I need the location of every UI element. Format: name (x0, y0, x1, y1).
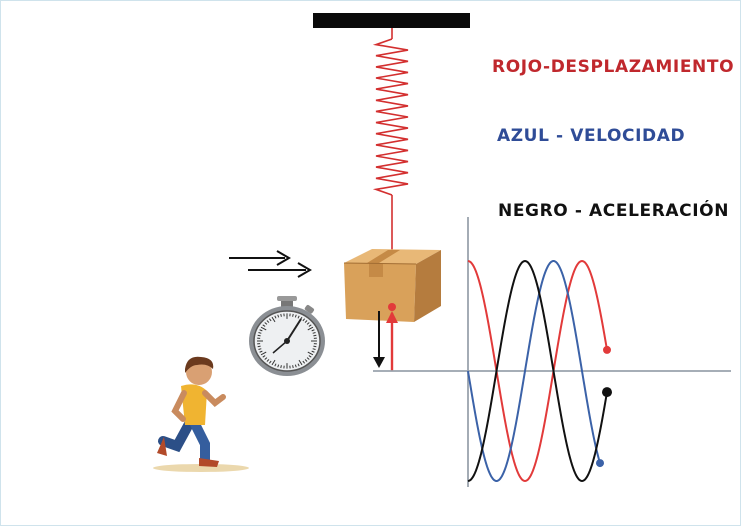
stopwatch-tick (302, 360, 306, 364)
stopwatch-tick (306, 322, 310, 325)
stopwatch-tick (274, 315, 277, 319)
box-vectors (373, 303, 398, 371)
stopwatch-tick (264, 322, 268, 325)
stopwatch-tick (304, 359, 308, 362)
stopwatch-tick (294, 314, 297, 318)
curve-endpoint-displacement (603, 345, 611, 354)
stopwatch-tick (277, 364, 280, 368)
legend-displacement: ROJO-DESPLAZAMIENTO (492, 57, 735, 77)
box-mass-icon (343, 249, 441, 322)
stopwatch-tick (298, 359, 303, 366)
legend-velocity: AZUL - VELOCIDAD (497, 126, 686, 146)
stopwatch-tick (313, 334, 317, 337)
stopwatch-tick (266, 359, 270, 362)
stopwatch-tick (313, 345, 317, 348)
stopwatch-tick (280, 313, 282, 317)
stopwatch-tick (264, 357, 268, 360)
stopwatch-tick (307, 351, 314, 356)
curve-acceleration (467, 259, 608, 483)
stopwatch-tick (294, 364, 297, 368)
stopwatch-tick (274, 363, 277, 367)
curve-endpoint-velocity (596, 459, 604, 468)
motion-arrows-icon (229, 250, 312, 278)
stopwatch-tick (308, 324, 312, 327)
stopwatch-tick (262, 324, 266, 327)
stopwatch-tick (268, 360, 272, 364)
stopwatch-tick (311, 350, 315, 353)
stopwatch-tick (277, 314, 280, 318)
stopwatch-tick (297, 315, 300, 319)
legend-acceleration: NEGRO - ACELERACIÓN (498, 201, 730, 221)
stopwatch-tick (259, 350, 263, 353)
stopwatch-tick (260, 351, 267, 356)
stopwatch-tick (292, 365, 294, 369)
stopwatch-tick (262, 355, 266, 358)
stopwatch-icon (249, 296, 325, 376)
stopwatch-tick (292, 313, 294, 317)
stopwatch-tick (259, 329, 263, 332)
stopwatch-tick (266, 320, 270, 323)
motion-curves (467, 259, 612, 483)
stopwatch-tick (302, 318, 306, 322)
stopwatch-tick (312, 348, 316, 351)
stopwatch-tick (297, 363, 300, 367)
stopwatch-tick (271, 359, 276, 366)
curve-displacement (467, 259, 608, 483)
stopwatch-tick (304, 320, 308, 323)
curve-endpoint-acceleration (602, 387, 612, 398)
ceiling-mount-icon (313, 13, 470, 28)
stopwatch-tick (258, 331, 262, 334)
stopwatch-tick (312, 331, 316, 334)
stopwatch-tick (308, 355, 312, 358)
running-boy-icon (153, 356, 249, 472)
stopwatch-tick (306, 357, 310, 360)
spring-icon (372, 28, 409, 253)
stopwatch-tick (258, 348, 262, 351)
stopwatch-tick (307, 326, 314, 331)
stopwatch-tick (260, 326, 267, 331)
stopwatch-tick (311, 329, 315, 332)
curve-velocity (467, 260, 601, 482)
stopwatch-tick (257, 345, 261, 348)
stopwatch-tick (257, 334, 261, 337)
stopwatch-tick (268, 318, 272, 322)
stopwatch-tick (271, 316, 276, 323)
stopwatch-tick (280, 365, 282, 369)
